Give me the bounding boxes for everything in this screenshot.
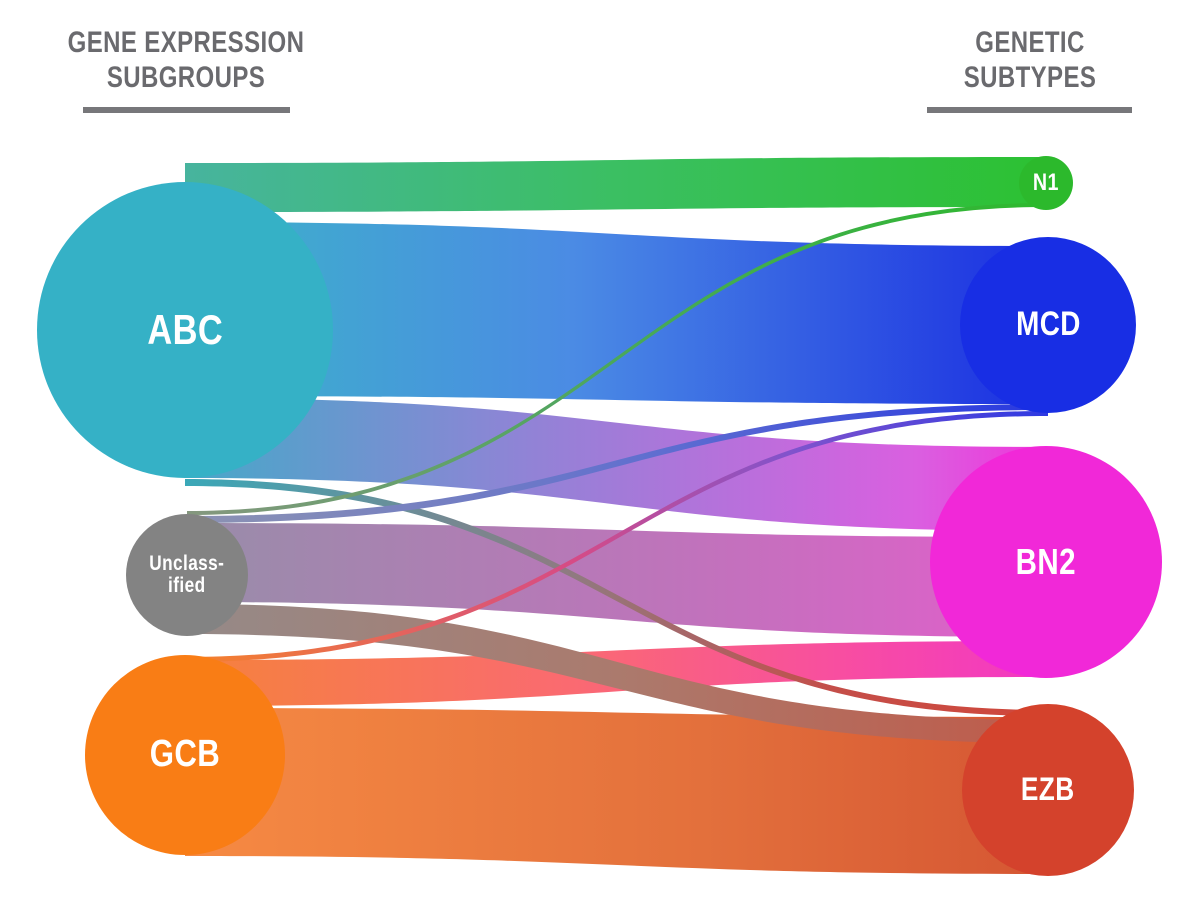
node-ezb-label: EZB xyxy=(1021,771,1075,808)
node-gcb: GCB xyxy=(85,655,285,855)
left-column-header-line1: GENE EXPRESSION xyxy=(67,26,305,59)
flow-abc-mcd xyxy=(185,222,1048,404)
node-uncl-label-line1: Unclass- xyxy=(149,552,225,576)
node-n1: N1 xyxy=(1019,156,1073,210)
right-column-header-underline xyxy=(927,107,1132,113)
flow-gcb-mcd xyxy=(185,411,1048,662)
node-gcb-label-line1: GCB xyxy=(149,733,221,776)
left-column-header: GENE EXPRESSION SUBGROUPS xyxy=(42,25,330,95)
node-bn2-label-line1: BN2 xyxy=(1015,541,1077,583)
node-mcd-label: MCD xyxy=(1015,305,1081,344)
right-column-header-line2: SUBTYPES xyxy=(963,61,1097,94)
node-ezb: EZB xyxy=(962,704,1134,876)
node-mcd: MCD xyxy=(960,237,1136,413)
node-n1-label: N1 xyxy=(1033,168,1059,196)
flow-abc-ezb xyxy=(185,479,1048,716)
flow-uncl-n1 xyxy=(187,203,1046,515)
node-uncl-label: Unclass-ified xyxy=(149,553,224,597)
left-column-header-underline xyxy=(83,107,290,113)
node-gcb-label: GCB xyxy=(150,735,220,775)
right-column-header-line1: GENETIC xyxy=(975,26,1085,59)
node-bn2: BN2 xyxy=(930,446,1162,678)
node-uncl-label-line2: ified xyxy=(168,574,206,597)
flow-uncl-bn2 xyxy=(187,523,1046,637)
node-abc-label-line1: ABC xyxy=(147,306,223,354)
flow-uncl-mcd xyxy=(187,404,1048,523)
left-column-header-line2: SUBGROUPS xyxy=(106,61,266,94)
node-uncl: Unclass-ified xyxy=(126,514,248,636)
node-bn2-label: BN2 xyxy=(1015,541,1077,583)
node-ezb-label-line1: EZB xyxy=(1021,771,1075,808)
right-column-header: GENETIC SUBTYPES xyxy=(886,25,1174,95)
flow-uncl-ezb xyxy=(187,604,1048,743)
flow-gcb-ezb xyxy=(185,708,1048,874)
flow-abc-n1 xyxy=(185,157,1046,212)
node-abc-label: ABC xyxy=(147,308,223,352)
node-mcd-label-line1: MCD xyxy=(1015,305,1081,344)
node-n1-label-line1: N1 xyxy=(1033,168,1059,196)
node-abc: ABC xyxy=(37,182,333,478)
